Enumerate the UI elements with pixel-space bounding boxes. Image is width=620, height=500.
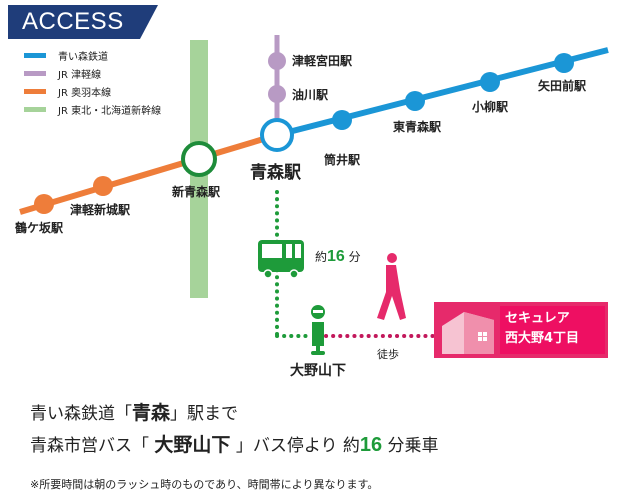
text: 青い森鉄道「 [30, 404, 132, 424]
text-bold: 大野山下 [154, 434, 231, 456]
aomori-ring [260, 118, 294, 152]
access-title: ACCESS [22, 8, 124, 35]
bus-duration-suffix: 分 [348, 250, 361, 264]
legend-swatch-blue [24, 52, 46, 58]
walk-label: 徒歩 [377, 348, 399, 361]
destination-name: セキュレア 西大野4丁目 [500, 306, 605, 354]
bus-stop-icon [311, 305, 325, 355]
legend-swatch-orange [24, 88, 46, 94]
legend-item-tsugaru: JR 津軽線 [24, 66, 102, 81]
station-label-yadamae: 矢田前駅 [538, 79, 587, 93]
legend-label: JR 奥羽本線 [58, 87, 112, 99]
station-label-shin-aomori: 新青森駅 [172, 185, 221, 199]
bus-duration-prefix: 約 [315, 250, 328, 264]
legend-item-aoimori: 青い森鉄道 [24, 48, 108, 63]
station-dot [34, 194, 54, 214]
text: 分乗車 [382, 436, 439, 456]
text-bold: 青森 [132, 402, 171, 424]
house-icon [442, 312, 494, 354]
legend-item-ou: JR 奥羽本線 [24, 84, 112, 99]
destination-line2: 西大野4丁目 [505, 331, 580, 346]
destination-line1: セキュレア [505, 311, 570, 326]
description-line1: 青い森鉄道「青森」駅まで [30, 398, 238, 425]
bus-duration-value: 16 [327, 248, 345, 265]
station-label-tsugaru-miyata: 津軽宮田駅 [292, 54, 353, 68]
station-dot [268, 52, 286, 70]
station-label-higashi-aomori: 東青森駅 [393, 120, 442, 134]
description-line2: 青森市営バス「 大野山下 」バス停より 約16 分乗車 [30, 430, 439, 457]
text: 」バス停より 約 [230, 436, 360, 456]
station-label-aburakawa: 油川駅 [292, 88, 329, 102]
station-label-koyanagi: 小柳駅 [472, 100, 509, 114]
legend-swatch-purple [24, 70, 46, 76]
station-label-aomori: 青森駅 [250, 163, 301, 183]
bus-duration: 約16 分 [315, 248, 361, 266]
text: 」駅まで [170, 404, 239, 424]
station-label-tsutsui: 筒井駅 [324, 153, 361, 167]
footnote: ※所要時間は朝のラッシュ時のものであり、時間帯により異なります。 [30, 478, 379, 491]
bus-stop-label: 大野山下 [290, 363, 346, 379]
station-dot [268, 85, 286, 103]
legend-swatch-green [24, 106, 46, 112]
legend-label: JR 津軽線 [58, 69, 102, 81]
bus-icon [258, 240, 304, 279]
legend-item-shinkansen: JR 東北・北海道新幹線 [24, 102, 162, 117]
text: 青森市営バス「 [30, 436, 155, 456]
station-dot [554, 53, 574, 73]
legend-label: JR 東北・北海道新幹線 [58, 105, 162, 117]
station-dot [93, 176, 113, 196]
walking-person-icon [377, 253, 406, 320]
station-label-tsugaru-shinjo: 津軽新城駅 [70, 203, 131, 217]
text-number: 16 [359, 434, 383, 456]
legend-label: 青い森鉄道 [58, 51, 108, 63]
station-dot [332, 110, 352, 130]
station-label-tsurugasaka: 鶴ケ坂駅 [15, 221, 64, 235]
access-header-badge [8, 5, 158, 39]
shin-aomori-ring [181, 141, 217, 177]
station-dot [480, 72, 500, 92]
station-dot [405, 91, 425, 111]
ou-line [19, 132, 278, 215]
